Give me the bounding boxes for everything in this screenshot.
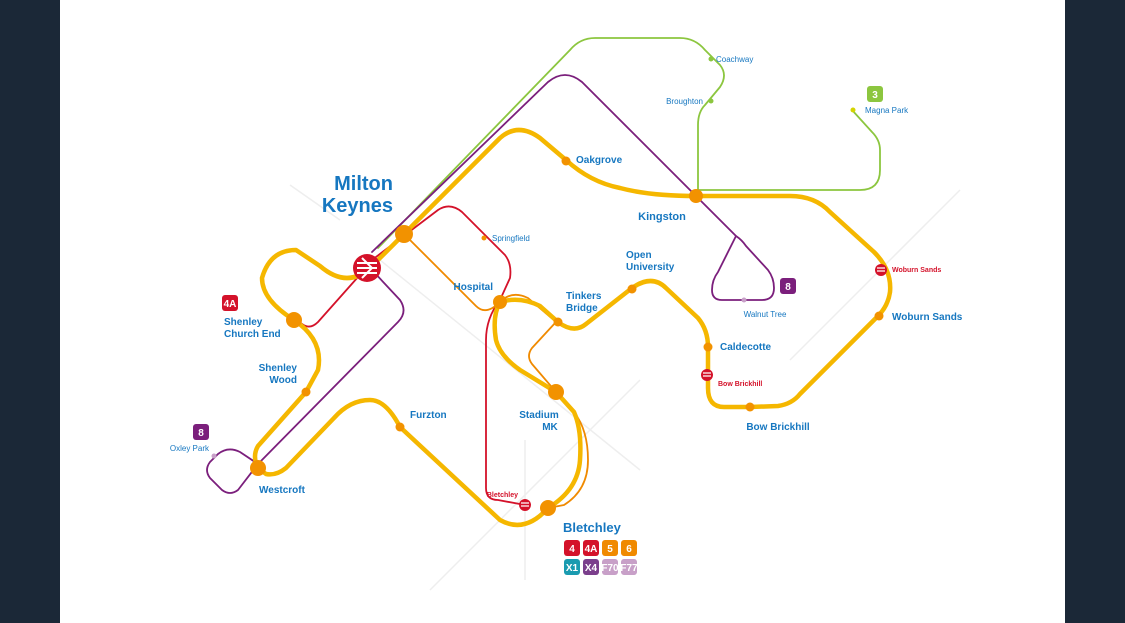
route-badge-x4[interactable]: X4 [583,559,599,575]
label-bletchley-rail: Bletchley [487,492,518,499]
national-rail-icon-bow-brickhill [701,369,713,381]
route-badge-5[interactable]: 5 [602,540,618,556]
badge-oxley-park[interactable]: 8 [193,424,209,440]
label-oxley-park: Oxley Park [170,444,210,453]
route-purple [371,74,775,301]
station-magna-park[interactable] [850,107,856,113]
station-westcroft[interactable] [250,460,266,476]
svg-text:8: 8 [785,282,791,293]
label-caldecotte: Caldecotte [720,342,772,353]
svg-text:F77: F77 [620,563,638,574]
svg-text:3: 3 [872,90,878,101]
route-badge-4[interactable]: 4 [564,540,580,556]
bletchley-route-badges: 4 4A 5 6 X1 X4 F70 F77 [564,540,638,575]
station-hospital[interactable] [493,295,507,309]
badge-shenley-church-end[interactable]: 4A [222,295,238,311]
svg-text:F70: F70 [601,563,619,574]
station-bow-brickhill[interactable] [745,402,755,412]
route-map: Milton Keynes Coachway Broughton Magna P… [170,37,963,591]
label-oakgrove: Oakgrove [576,155,623,166]
label-stadium-mk-1: Stadium [519,410,559,421]
station-coachway[interactable] [708,56,714,62]
map-title-line1: Milton [334,173,393,195]
national-rail-icon-woburn [875,264,887,276]
route-badge-4a[interactable]: 4A [583,540,599,556]
svg-text:4A: 4A [224,299,237,310]
label-bow-brickhill-rail: Bow Brickhill [718,381,762,388]
route-yellow [401,127,893,410]
label-woburn-sands-rail: Woburn Sands [892,267,941,274]
svg-text:6: 6 [626,544,632,555]
label-shenley-church-end-1: Shenley [224,317,263,328]
map-canvas: Milton Keynes Coachway Broughton Magna P… [60,0,1065,623]
station-springfield[interactable] [481,235,487,241]
label-bow-brickhill: Bow Brickhill [746,422,810,433]
label-westcroft: Westcroft [259,485,306,496]
station-shenley-wood[interactable] [301,387,311,397]
svg-text:4A: 4A [585,544,598,555]
station-walnut-tree[interactable] [741,297,747,303]
station-furzton[interactable] [395,422,405,432]
label-magna-park: Magna Park [865,106,909,115]
label-hospital: Hospital [454,282,494,293]
label-tinkers-bridge-2: Bridge [566,303,598,314]
route-purple-west [206,269,405,494]
station-oxley-park[interactable] [211,453,217,459]
svg-text:8: 8 [198,428,204,439]
label-open-university-1: Open [626,250,652,261]
svg-text:5: 5 [607,544,613,555]
route-green [377,37,881,249]
route-red [371,205,526,506]
route-badge-6[interactable]: 6 [621,540,637,556]
station-tinkers-bridge[interactable] [553,317,563,327]
stations [211,56,884,516]
map-title-line2: Keynes [322,195,393,217]
label-walnut-tree: Walnut Tree [744,310,787,319]
station-broughton[interactable] [708,98,714,104]
label-coachway: Coachway [716,55,753,64]
svg-text:X4: X4 [585,563,598,574]
route-badge-f77[interactable]: F77 [620,559,638,575]
label-tinkers-bridge-1: Tinkers [566,291,602,302]
label-stadium-mk-2: MK [542,422,558,433]
svg-text:X1: X1 [566,563,579,574]
label-springfield: Springfield [492,234,530,243]
badge-walnut-tree[interactable]: 8 [780,278,796,294]
route-orange [403,233,589,509]
national-rail-icon-bletchley [519,499,531,511]
station-open-university[interactable] [627,284,637,294]
label-shenley-wood-1: Shenley [259,363,298,374]
station-milton-keynes[interactable] [395,225,413,243]
station-shenley-church-end[interactable] [286,312,302,328]
station-oakgrove[interactable] [561,156,571,166]
label-shenley-church-end-2: Church End [224,329,281,340]
label-shenley-wood-2: Wood [269,375,297,386]
station-caldecotte[interactable] [703,342,713,352]
national-rail-icon [353,254,381,282]
label-woburn-sands: Woburn Sands [892,312,963,323]
label-furzton: Furzton [410,410,447,421]
label-open-university-2: University [626,262,675,273]
svg-text:4: 4 [569,544,575,555]
background-roads [289,184,961,591]
station-bletchley[interactable] [540,500,556,516]
route-yellow-west [252,231,551,528]
route-yellow-hospital [492,297,583,511]
station-kingston[interactable] [689,189,703,203]
label-kingston: Kingston [638,211,686,223]
station-stadium-mk[interactable] [548,384,564,400]
station-woburn-sands[interactable] [874,311,884,321]
label-broughton: Broughton [666,97,703,106]
label-bletchley: Bletchley [563,520,622,535]
route-badge-x1[interactable]: X1 [564,559,580,575]
badge-magna-park[interactable]: 3 [867,86,883,102]
route-badge-f70[interactable]: F70 [601,559,619,575]
